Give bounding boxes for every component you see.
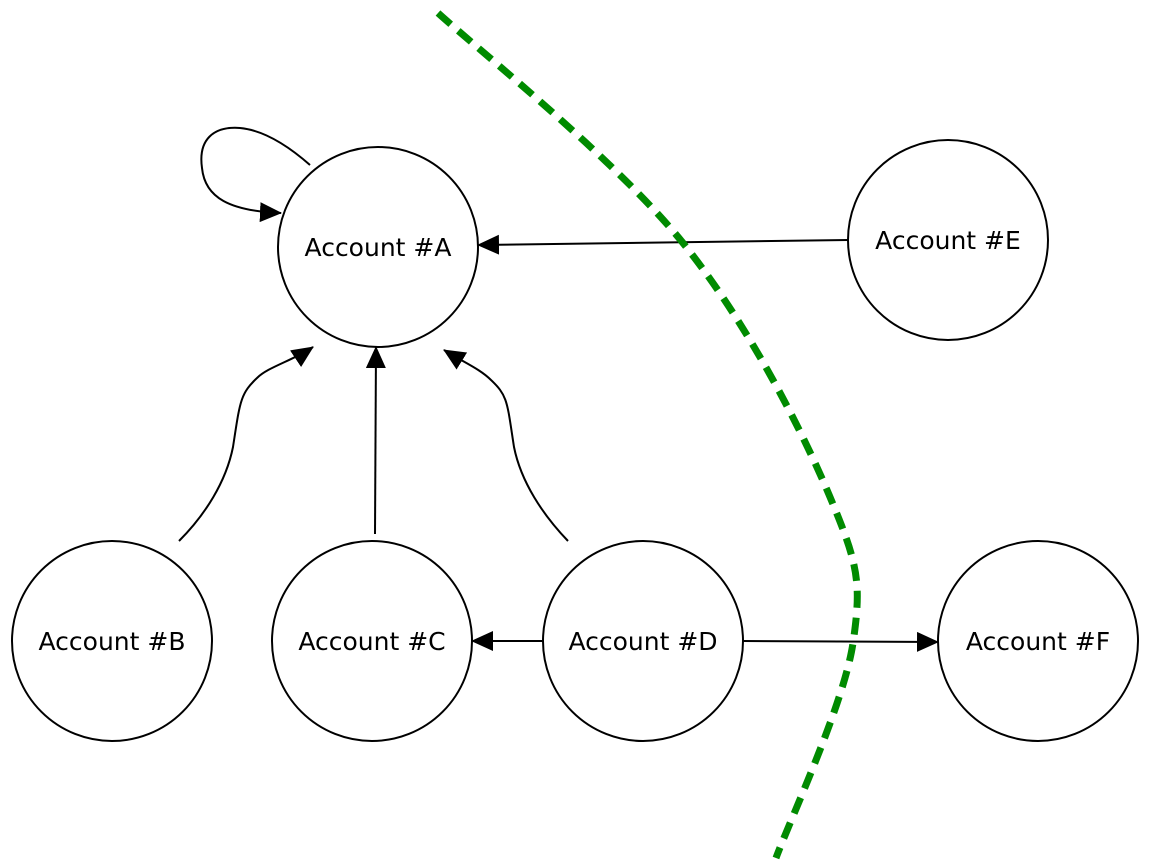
node-account-d: Account #D	[542, 540, 744, 742]
node-account-e-label: Account #E	[875, 226, 1021, 255]
edge-d-to-f	[742, 631, 939, 652]
partition-divider-dashed-curve	[435, 10, 861, 860]
node-account-f: Account #F	[937, 540, 1139, 742]
node-account-a-label: Account #A	[305, 233, 452, 262]
edge-e-to-a	[477, 234, 849, 255]
node-account-c-label: Account #C	[298, 627, 445, 656]
edge-a-self-loop	[200, 126, 311, 223]
node-account-f-label: Account #F	[966, 627, 1110, 656]
node-account-b-label: Account #B	[39, 627, 186, 656]
node-account-a-circle	[277, 146, 479, 348]
node-account-b: Account #B	[11, 540, 213, 742]
node-account-e-circle	[847, 139, 1049, 341]
edge-c-to-a	[365, 346, 386, 535]
edge-b-to-a	[178, 346, 314, 542]
node-account-c-circle	[271, 540, 473, 742]
node-account-e: Account #E	[847, 139, 1049, 341]
node-account-d-label: Account #D	[568, 627, 717, 656]
node-account-b-circle	[11, 540, 213, 742]
node-account-a: Account #A	[277, 146, 479, 348]
node-account-c: Account #C	[271, 540, 473, 742]
edge-d-to-a	[443, 349, 569, 542]
node-account-f-circle	[937, 540, 1139, 742]
node-account-d-circle	[542, 540, 744, 742]
